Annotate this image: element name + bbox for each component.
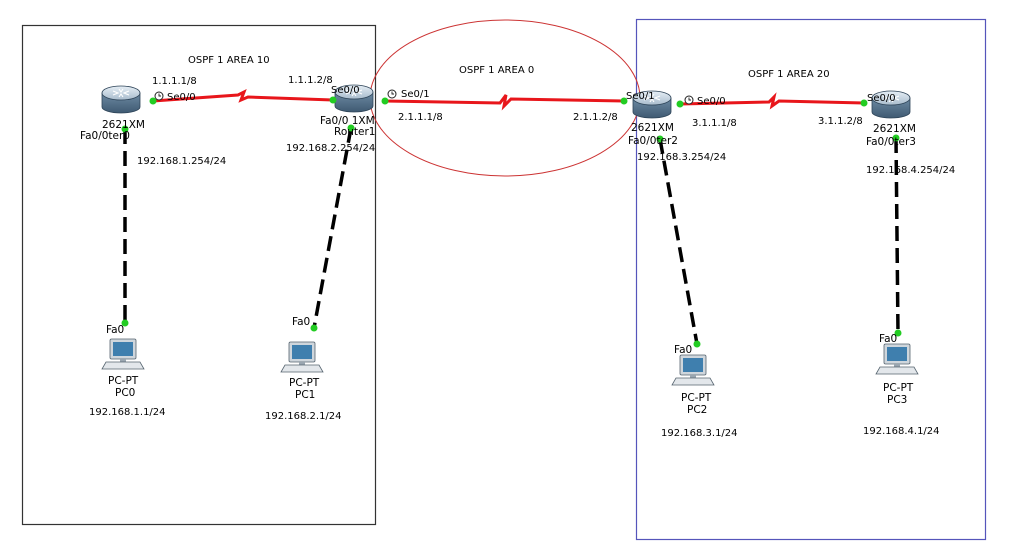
port-dot xyxy=(620,97,628,105)
area-10-label: OSPF 1 AREA 10 xyxy=(188,55,270,66)
ethernet-link-r1-pc1[interactable] xyxy=(312,127,353,329)
port-dot xyxy=(381,97,389,105)
router-2-se1-port: Se0/1 xyxy=(626,91,655,102)
port-dot xyxy=(892,134,900,142)
ethernet-link-r2-pc2[interactable] xyxy=(658,138,699,345)
router-1-se0-port: Se0/0 xyxy=(331,85,360,96)
pc-1-name: PC1 xyxy=(295,389,315,401)
pc-0-type: PC-PT xyxy=(108,375,139,387)
pc-2-name: PC2 xyxy=(687,404,707,416)
router-0[interactable] xyxy=(101,85,141,114)
port-dot xyxy=(347,124,355,132)
router-1-port-model-overlap: Fa0/0 1XM xyxy=(320,115,375,127)
pc-3-name: PC3 xyxy=(887,394,907,406)
area-0-label: OSPF 1 AREA 0 xyxy=(459,65,534,76)
router-3-port-name-overlap: Fa0/0ter3 xyxy=(866,136,916,148)
port-dot xyxy=(310,324,318,332)
router-3-lan-ip: 192.168.4.254/24 xyxy=(866,165,955,176)
router-0-port-name-overlap: Fa0/0ter0 xyxy=(80,130,130,142)
pc-0-name: PC0 xyxy=(115,387,135,399)
ethernet-link-r3-pc3[interactable] xyxy=(894,137,900,334)
router-3-serial-port: Se0/0 xyxy=(867,93,896,104)
pc-3-type: PC-PT xyxy=(883,382,914,394)
area-20-label: OSPF 1 AREA 20 xyxy=(748,69,830,80)
router-0-model: 2621XM xyxy=(102,119,145,131)
pc-2-ip: 192.168.3.1/24 xyxy=(661,428,738,439)
pc-0-ip: 192.168.1.1/24 xyxy=(89,407,166,418)
router-3-serial-ip: 3.1.1.2/8 xyxy=(818,116,863,127)
router-2-lan-ip: 192.168.3.254/24 xyxy=(637,152,726,163)
pc-1[interactable] xyxy=(280,341,324,373)
serial-link-r0-r1[interactable] xyxy=(152,88,334,103)
router-1-name: Router1 xyxy=(334,126,375,138)
port-indicators xyxy=(121,96,902,348)
pc-2-type: PC-PT xyxy=(681,392,712,404)
area-10-boundary xyxy=(21,24,377,526)
router-0-serial-port: Se0/0 xyxy=(167,92,196,103)
pc-3-ip: 192.168.4.1/24 xyxy=(863,426,940,437)
pc-1-type: PC-PT xyxy=(289,377,320,389)
router-2-se0-port: Se0/0 xyxy=(697,96,726,107)
clock-icon xyxy=(387,89,397,99)
port-dot xyxy=(860,99,868,107)
port-dot xyxy=(329,96,337,104)
pc-2-port: Fa0 xyxy=(674,344,692,356)
port-dot xyxy=(676,100,684,108)
router-1-lan-ip: 192.168.2.254/24 xyxy=(286,143,375,154)
serial-link-r2-r3[interactable] xyxy=(679,92,865,110)
router-2-se0-ip: 3.1.1.1/8 xyxy=(692,118,737,129)
pc-0-port: Fa0 xyxy=(106,324,124,336)
clock-icon xyxy=(684,95,694,105)
clock-icon xyxy=(154,91,164,101)
router-0-lan-ip: 192.168.1.254/24 xyxy=(137,156,226,167)
router-0-serial-ip: 1.1.1.1/8 xyxy=(152,76,197,87)
router-3-model: 2621XM xyxy=(873,123,916,135)
serial-link-r1-r2[interactable] xyxy=(384,94,625,111)
pc-1-port: Fa0 xyxy=(292,316,310,328)
router-2-port-name-overlap: Fa0/0ter2 xyxy=(628,135,678,147)
port-dot xyxy=(149,97,157,105)
pc-3-port: Fa0 xyxy=(879,333,897,345)
port-dot xyxy=(693,340,701,348)
pc-3[interactable] xyxy=(875,343,919,375)
area-20-boundary xyxy=(635,18,987,541)
router-1-se1-port: Se0/1 xyxy=(401,89,430,100)
port-dot xyxy=(121,319,129,327)
router-2-model: 2621XM xyxy=(631,122,674,134)
pc-0[interactable] xyxy=(101,338,145,370)
port-dot xyxy=(894,329,902,337)
router-2-se1-ip: 2.1.1.2/8 xyxy=(573,112,618,123)
port-dot xyxy=(656,135,664,143)
pc-2[interactable] xyxy=(671,354,715,386)
port-dot xyxy=(121,125,129,133)
router-1-se0-ip: 1.1.1.2/8 xyxy=(288,75,333,86)
pc-1-ip: 192.168.2.1/24 xyxy=(265,411,342,422)
router-1-se1-ip: 2.1.1.1/8 xyxy=(398,112,443,123)
